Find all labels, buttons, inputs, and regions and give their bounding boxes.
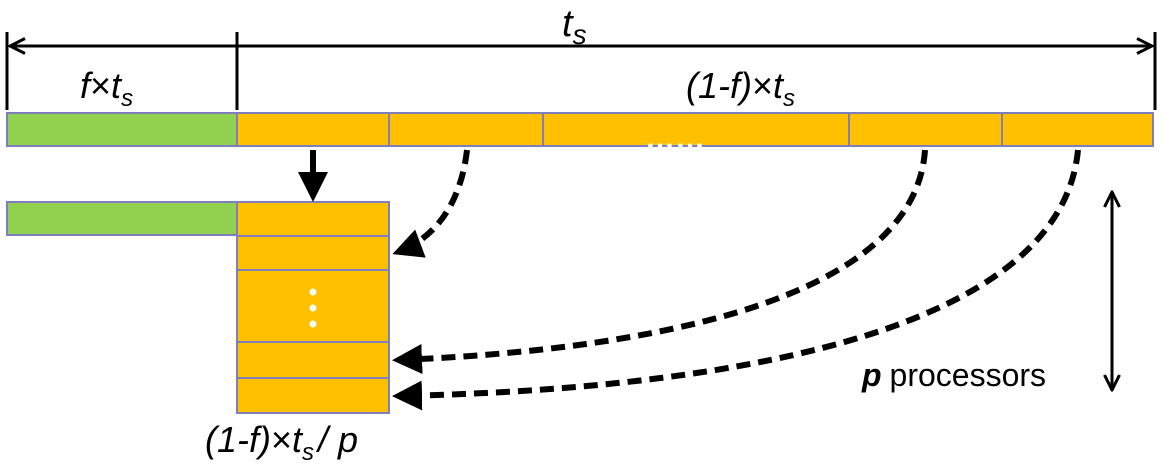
processor-block-2 bbox=[236, 235, 390, 271]
mapping-arrows bbox=[298, 149, 1081, 411]
parallel-block-n bbox=[1001, 112, 1154, 147]
parallel-time-label: (1-f)×ts bbox=[686, 65, 795, 112]
serial-time-label: f×ts bbox=[80, 65, 133, 112]
parallel-block-2 bbox=[388, 112, 544, 147]
processor-block-p-1 bbox=[236, 341, 390, 379]
total-time-dimension: ts bbox=[5, 3, 1157, 110]
total-time-label: ts bbox=[562, 3, 587, 50]
parallel-block-1 bbox=[236, 112, 390, 147]
parallel-execution-stack bbox=[6, 201, 390, 414]
dashed-arrow-block-n bbox=[392, 149, 1081, 411]
serial-block-parallel bbox=[6, 201, 238, 236]
vertical-ellipsis-dot bbox=[309, 320, 317, 328]
vertical-ellipsis-dot bbox=[309, 288, 317, 296]
horizontal-ellipsis: …… bbox=[645, 122, 705, 155]
processor-block-1 bbox=[236, 201, 390, 237]
processor-block-p bbox=[236, 377, 390, 414]
vertical-ellipsis bbox=[309, 288, 317, 328]
per-processor-time-label: (1-f)×ts/ p bbox=[205, 419, 358, 464]
vertical-ellipsis-dot bbox=[309, 304, 317, 312]
dashed-arrow-block-2 bbox=[392, 149, 470, 258]
serial-execution-bar: …… bbox=[6, 112, 1154, 155]
parallel-block-middle bbox=[542, 112, 850, 147]
dashed-arrow-block-n-1 bbox=[392, 149, 928, 375]
parallel-block-n-1 bbox=[848, 112, 1003, 147]
serial-block bbox=[6, 112, 238, 147]
